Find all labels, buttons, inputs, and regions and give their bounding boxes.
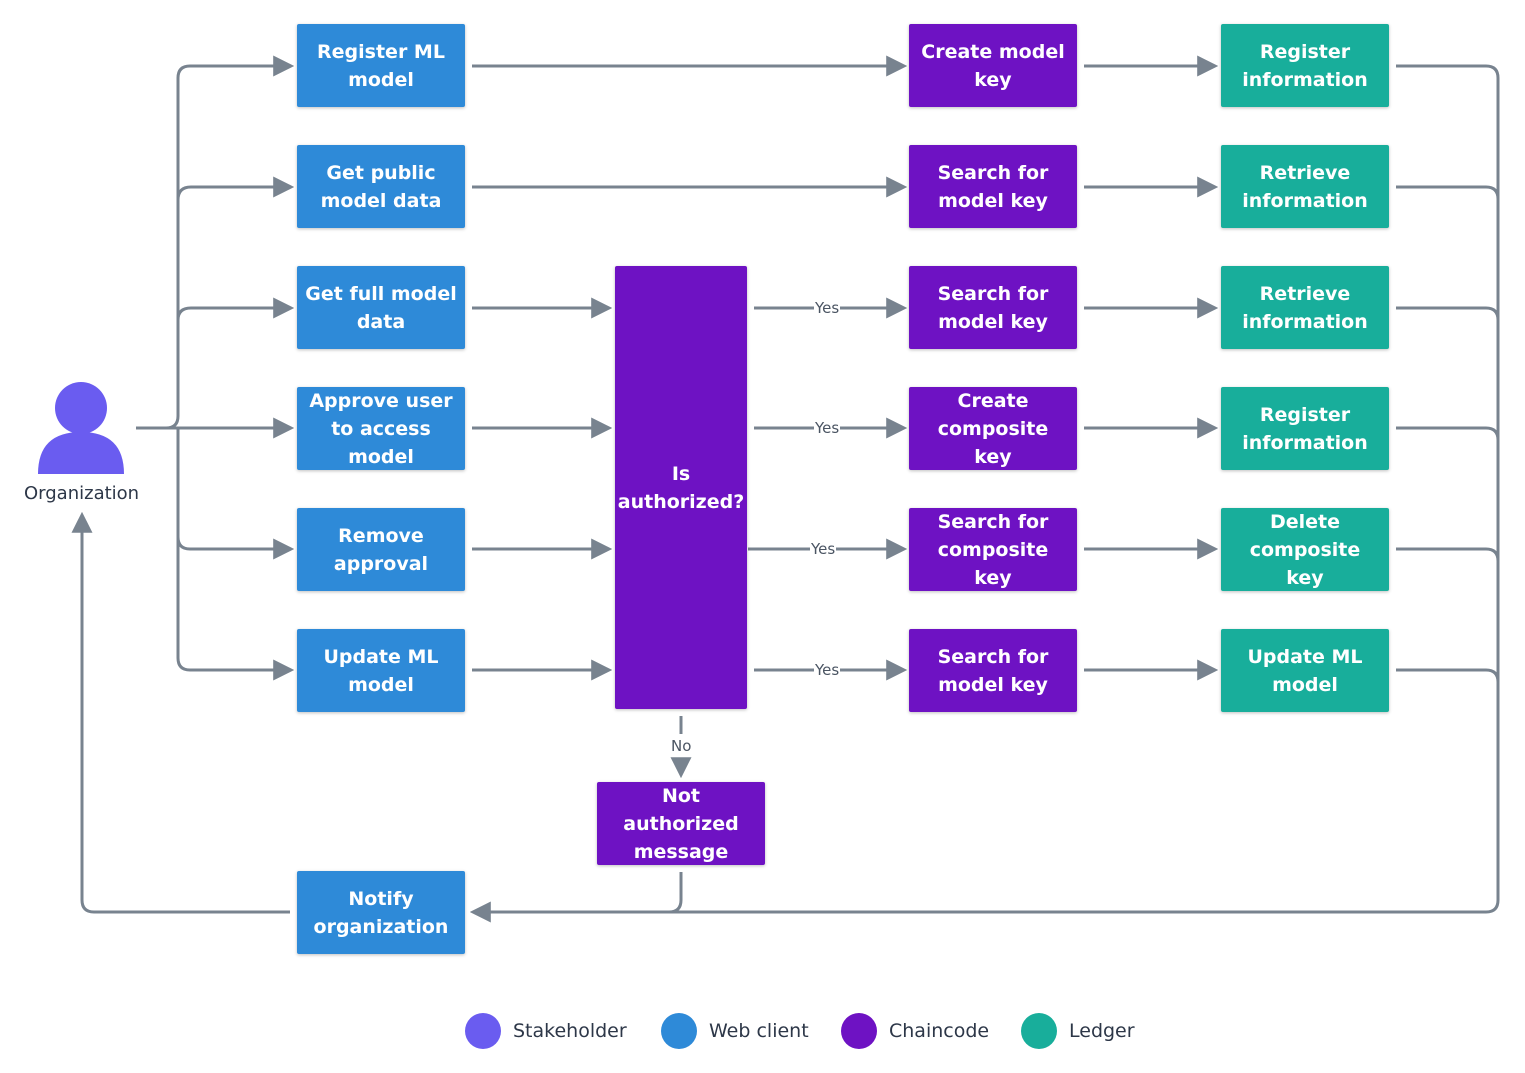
search-model-key-node-2: Search for model key: [909, 266, 1077, 349]
get-full-model-data-node: Get full model data: [297, 266, 465, 349]
edge-org-to-remove: [176, 428, 295, 560]
edge-not-authorized-to-notify: [668, 872, 683, 914]
legend-chaincode-swatch: [841, 1013, 877, 1049]
legend-ledger-label: Ledger: [1069, 1020, 1135, 1042]
notify-organization-label: Notify organization: [313, 887, 449, 938]
get-full-model-data-label: Get full model data: [305, 282, 457, 333]
register-information-label-1: Register information: [1242, 40, 1368, 91]
remove-approval-label: Remove approval: [333, 524, 429, 575]
delete-composite-key-label: Delete composite key: [1249, 510, 1361, 589]
create-model-key-node: Create model key: [909, 24, 1077, 107]
approve-user-label: Approve user to access model: [309, 389, 453, 468]
edge-org-to-get-public: [176, 176, 295, 201]
retrieve-information-label-1: Retrieve information: [1242, 161, 1368, 212]
edge-ledger-return-4: [1396, 426, 1500, 441]
update-model-ledger-node: Update ML model: [1221, 629, 1389, 712]
legend-stakeholder-swatch: [465, 1013, 501, 1049]
edge-org-to-get-full: [176, 297, 295, 321]
yes-label-2: Yes: [814, 419, 841, 437]
delete-composite-key-node: Delete composite key: [1221, 508, 1389, 591]
legend-stakeholder-label: Stakeholder: [513, 1020, 627, 1042]
search-model-key-node-3: Search for model key: [909, 629, 1077, 712]
yes-label-1: Yes: [814, 299, 841, 317]
yes-label-4: Yes: [814, 661, 841, 679]
register-information-node-2: Register information: [1221, 387, 1389, 470]
create-composite-key-label: Create composite key: [937, 389, 1049, 468]
update-ml-model-label: Update ML model: [323, 645, 439, 696]
create-composite-key-node: Create composite key: [909, 387, 1077, 470]
update-ml-model-node: Update ML model: [297, 629, 465, 712]
update-model-ledger-label: Update ML model: [1247, 645, 1363, 696]
not-authorized-label: Not authorized message: [623, 784, 739, 863]
edge-ledger-return-3: [1396, 306, 1500, 321]
legend-web-client-label: Web client: [709, 1020, 809, 1042]
search-composite-key-node: Search for composite key: [909, 508, 1077, 591]
legend-stakeholder: Stakeholder: [465, 1013, 627, 1049]
edge-org-trunk: [136, 64, 191, 430]
get-public-model-data-node: Get public model data: [297, 145, 465, 228]
search-model-key-label-1: Search for model key: [937, 161, 1049, 212]
search-model-key-label-2: Search for model key: [937, 282, 1049, 333]
organization-label: Organization: [24, 483, 140, 504]
is-authorized-decision: Is authorized?: [615, 266, 747, 709]
search-model-key-node-1: Search for model key: [909, 145, 1077, 228]
retrieve-information-node-1: Retrieve information: [1221, 145, 1389, 228]
create-model-key-label: Create model key: [921, 40, 1065, 91]
yes-label-3: Yes: [810, 540, 837, 558]
organization-icon: [38, 382, 124, 474]
legend-ledger-swatch: [1021, 1013, 1057, 1049]
legend-chaincode-label: Chaincode: [889, 1020, 990, 1042]
edge-notify-to-org: [71, 511, 290, 914]
search-model-key-label-3: Search for model key: [937, 645, 1049, 696]
retrieve-information-node-2: Retrieve information: [1221, 266, 1389, 349]
legend-web-client-swatch: [661, 1013, 697, 1049]
register-ml-model-label: Register ML model: [317, 40, 445, 91]
register-information-node-1: Register information: [1221, 24, 1389, 107]
retrieve-information-label-2: Retrieve information: [1242, 282, 1368, 333]
register-ml-model-node: Register ML model: [297, 24, 465, 107]
get-public-model-data-label: Get public model data: [320, 161, 442, 212]
register-information-label-2: Register information: [1242, 403, 1368, 454]
edge-org-to-update: [176, 537, 295, 681]
notify-organization-node: Notify organization: [297, 871, 465, 954]
approve-user-node: Approve user to access model: [297, 387, 465, 470]
edge-ledger-return-6: [1396, 668, 1500, 683]
search-composite-key-label: Search for composite key: [937, 510, 1049, 589]
legend-chaincode: Chaincode: [841, 1013, 989, 1049]
is-authorized-label: Is authorized?: [617, 462, 745, 513]
remove-approval-node: Remove approval: [297, 508, 465, 591]
edge-ledger-return-2: [1396, 185, 1500, 200]
no-label: No: [670, 737, 693, 755]
edge-ledger-return-5: [1396, 547, 1500, 562]
legend-web-client: Web client: [661, 1013, 809, 1049]
legend-ledger: Ledger: [1021, 1013, 1135, 1049]
edge-ledger-return-1: [1396, 64, 1500, 914]
not-authorized-node: Not authorized message: [597, 782, 765, 865]
